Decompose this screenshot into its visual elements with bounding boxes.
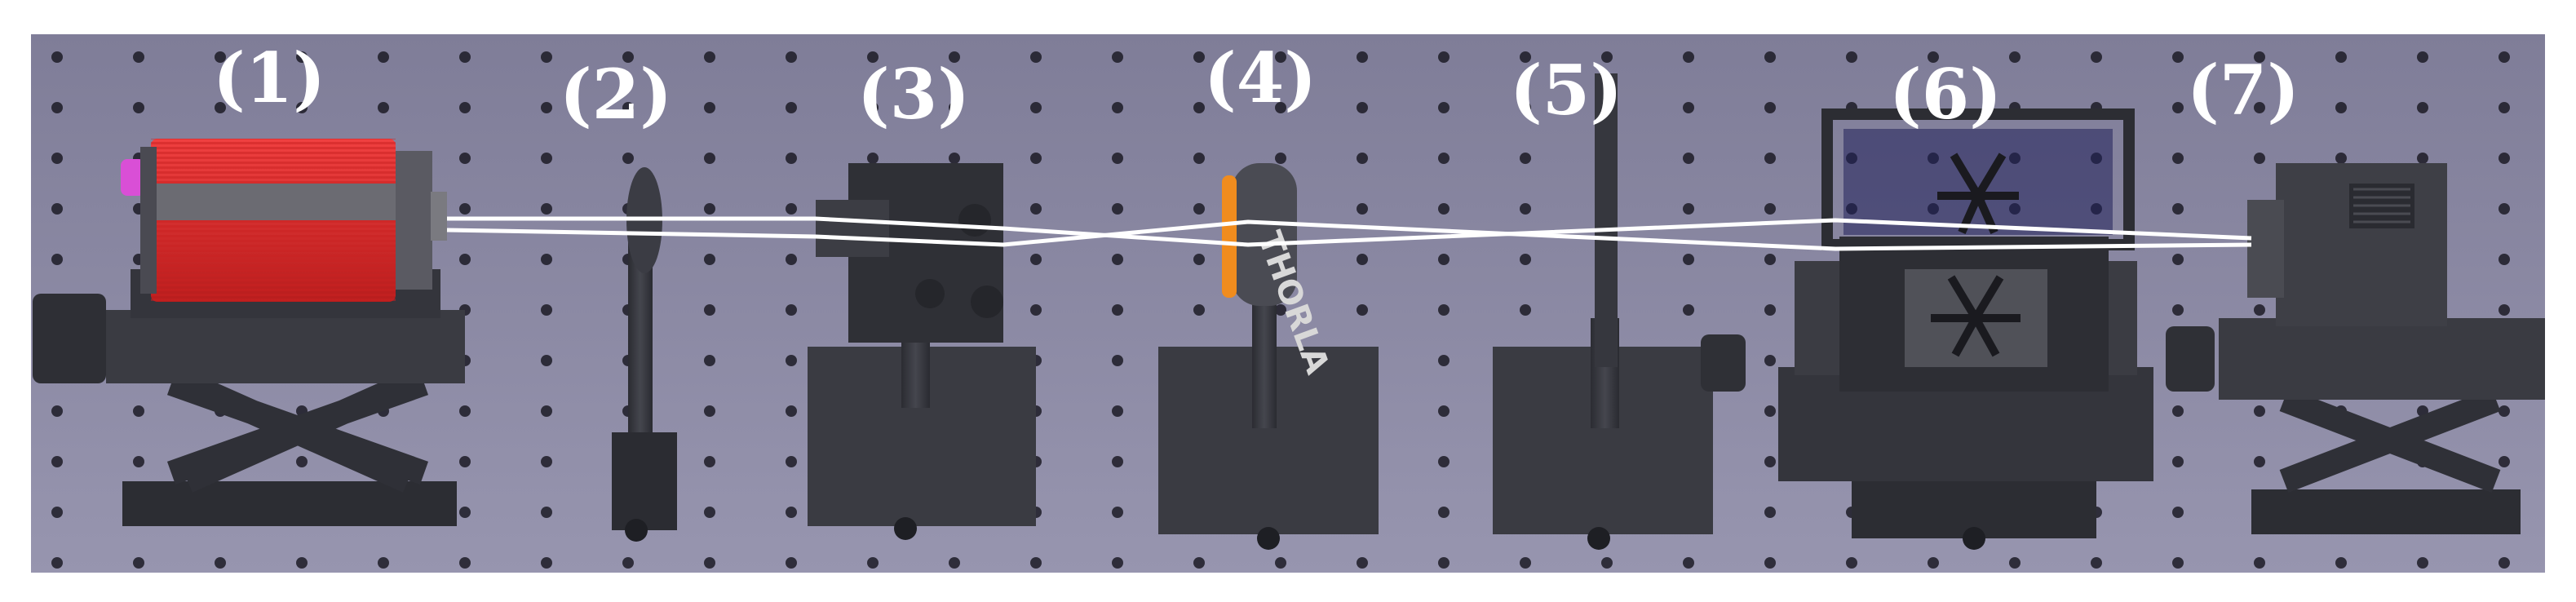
fan-icon-lower bbox=[1931, 275, 2021, 357]
aperture-assembly bbox=[612, 167, 677, 542]
label-5: (5) bbox=[1510, 50, 1622, 131]
camera-assembly bbox=[2166, 163, 2545, 534]
source-nozzle bbox=[431, 192, 447, 241]
chamber-frame bbox=[1821, 108, 2135, 250]
aperture-base bbox=[612, 432, 677, 530]
light-beam bbox=[446, 216, 2252, 251]
label-4: (4) bbox=[1204, 38, 1317, 118]
label-3: (3) bbox=[857, 54, 970, 135]
source-end-cap bbox=[396, 151, 432, 290]
screen-plate bbox=[1595, 73, 1618, 367]
jack-top-plate bbox=[106, 310, 465, 383]
camera-vent-icon bbox=[2349, 184, 2414, 228]
jack-side-knob bbox=[33, 294, 106, 383]
mount-knob-c bbox=[915, 279, 945, 308]
lens-holder bbox=[1232, 163, 1297, 306]
lens-assembly: THORLA bbox=[1158, 163, 1379, 550]
camera-front bbox=[2247, 200, 2284, 298]
screen-assembly bbox=[1493, 73, 1713, 550]
lens-orange-rim bbox=[1222, 175, 1237, 298]
camera-side-knob bbox=[2166, 326, 2215, 392]
label-6: (6) bbox=[1889, 54, 2002, 135]
kinematic-mount-assembly bbox=[808, 163, 1036, 540]
jack-base bbox=[122, 481, 457, 526]
chamber-back-panel bbox=[1843, 129, 2113, 235]
screen-base-knob bbox=[1587, 527, 1610, 550]
label-7: (7) bbox=[2187, 50, 2299, 131]
fan-icon-upper bbox=[1937, 153, 2019, 235]
source-back-cap bbox=[140, 147, 157, 294]
camera-scissor-jack bbox=[2279, 387, 2501, 494]
beam-upper bbox=[447, 216, 2252, 247]
camera-jack-base bbox=[2251, 489, 2521, 534]
source-pink-cap bbox=[121, 159, 145, 196]
lens-base-knob bbox=[1257, 527, 1280, 550]
beam-lower bbox=[446, 219, 2252, 251]
mount-knob-b bbox=[971, 286, 1003, 318]
aperture-knob bbox=[625, 519, 648, 542]
label-1: (1) bbox=[213, 38, 325, 118]
mount-knob-a bbox=[958, 204, 991, 237]
scissor-jack bbox=[166, 371, 429, 493]
chamber-base-knob bbox=[1963, 527, 1985, 550]
mount-base-knob bbox=[894, 517, 917, 540]
source-grey-band bbox=[151, 184, 396, 220]
camera-top-plate bbox=[2219, 318, 2545, 400]
label-2: (2) bbox=[560, 54, 672, 135]
chamber-assembly bbox=[1701, 108, 2153, 550]
chamber-side-knob bbox=[1701, 334, 1746, 392]
light-source-assembly bbox=[33, 139, 465, 526]
mount-arm bbox=[816, 200, 889, 257]
